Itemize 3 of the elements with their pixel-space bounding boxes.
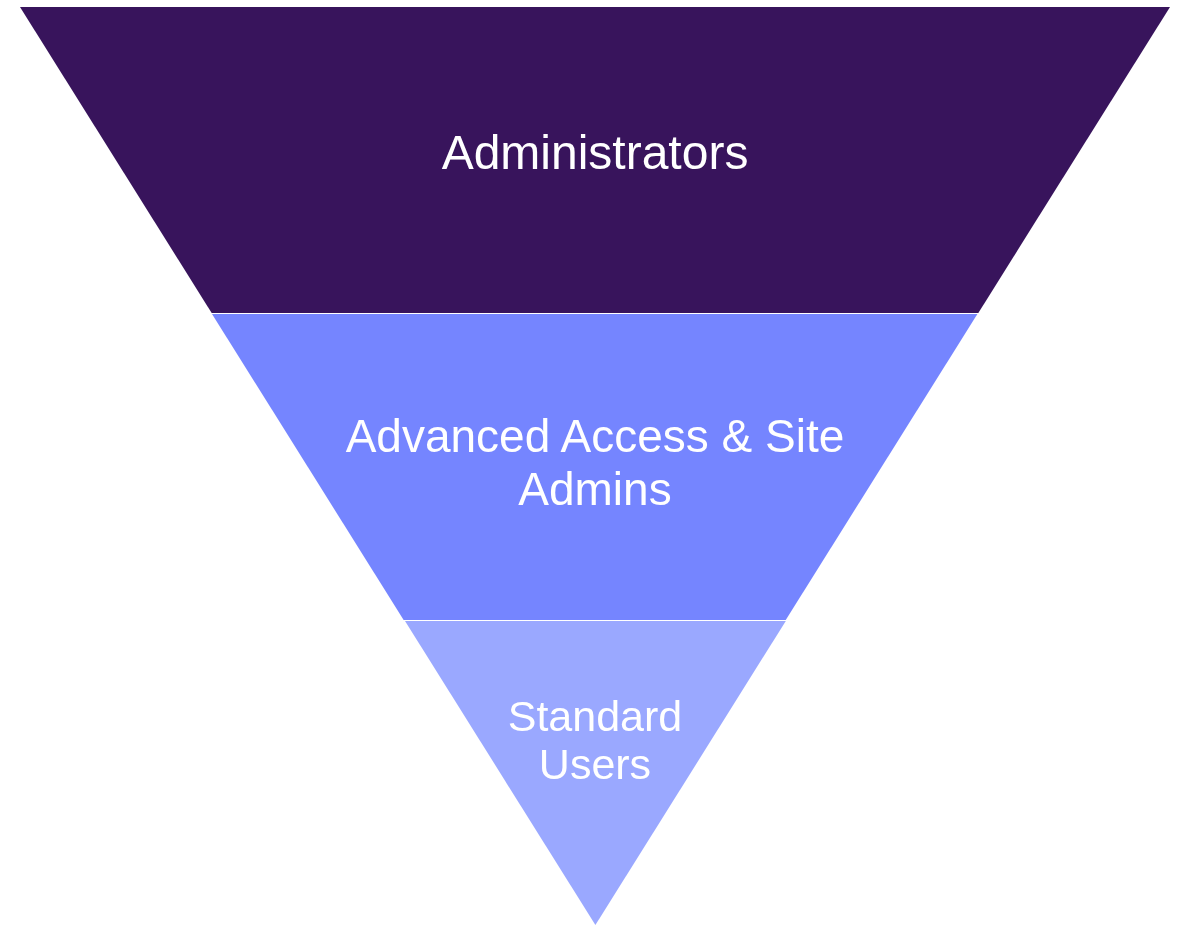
tier-label: Administrators xyxy=(440,126,750,180)
tier-label: Standard Users xyxy=(506,692,684,788)
tier-label: Advanced Access & Site Admins xyxy=(344,410,846,516)
